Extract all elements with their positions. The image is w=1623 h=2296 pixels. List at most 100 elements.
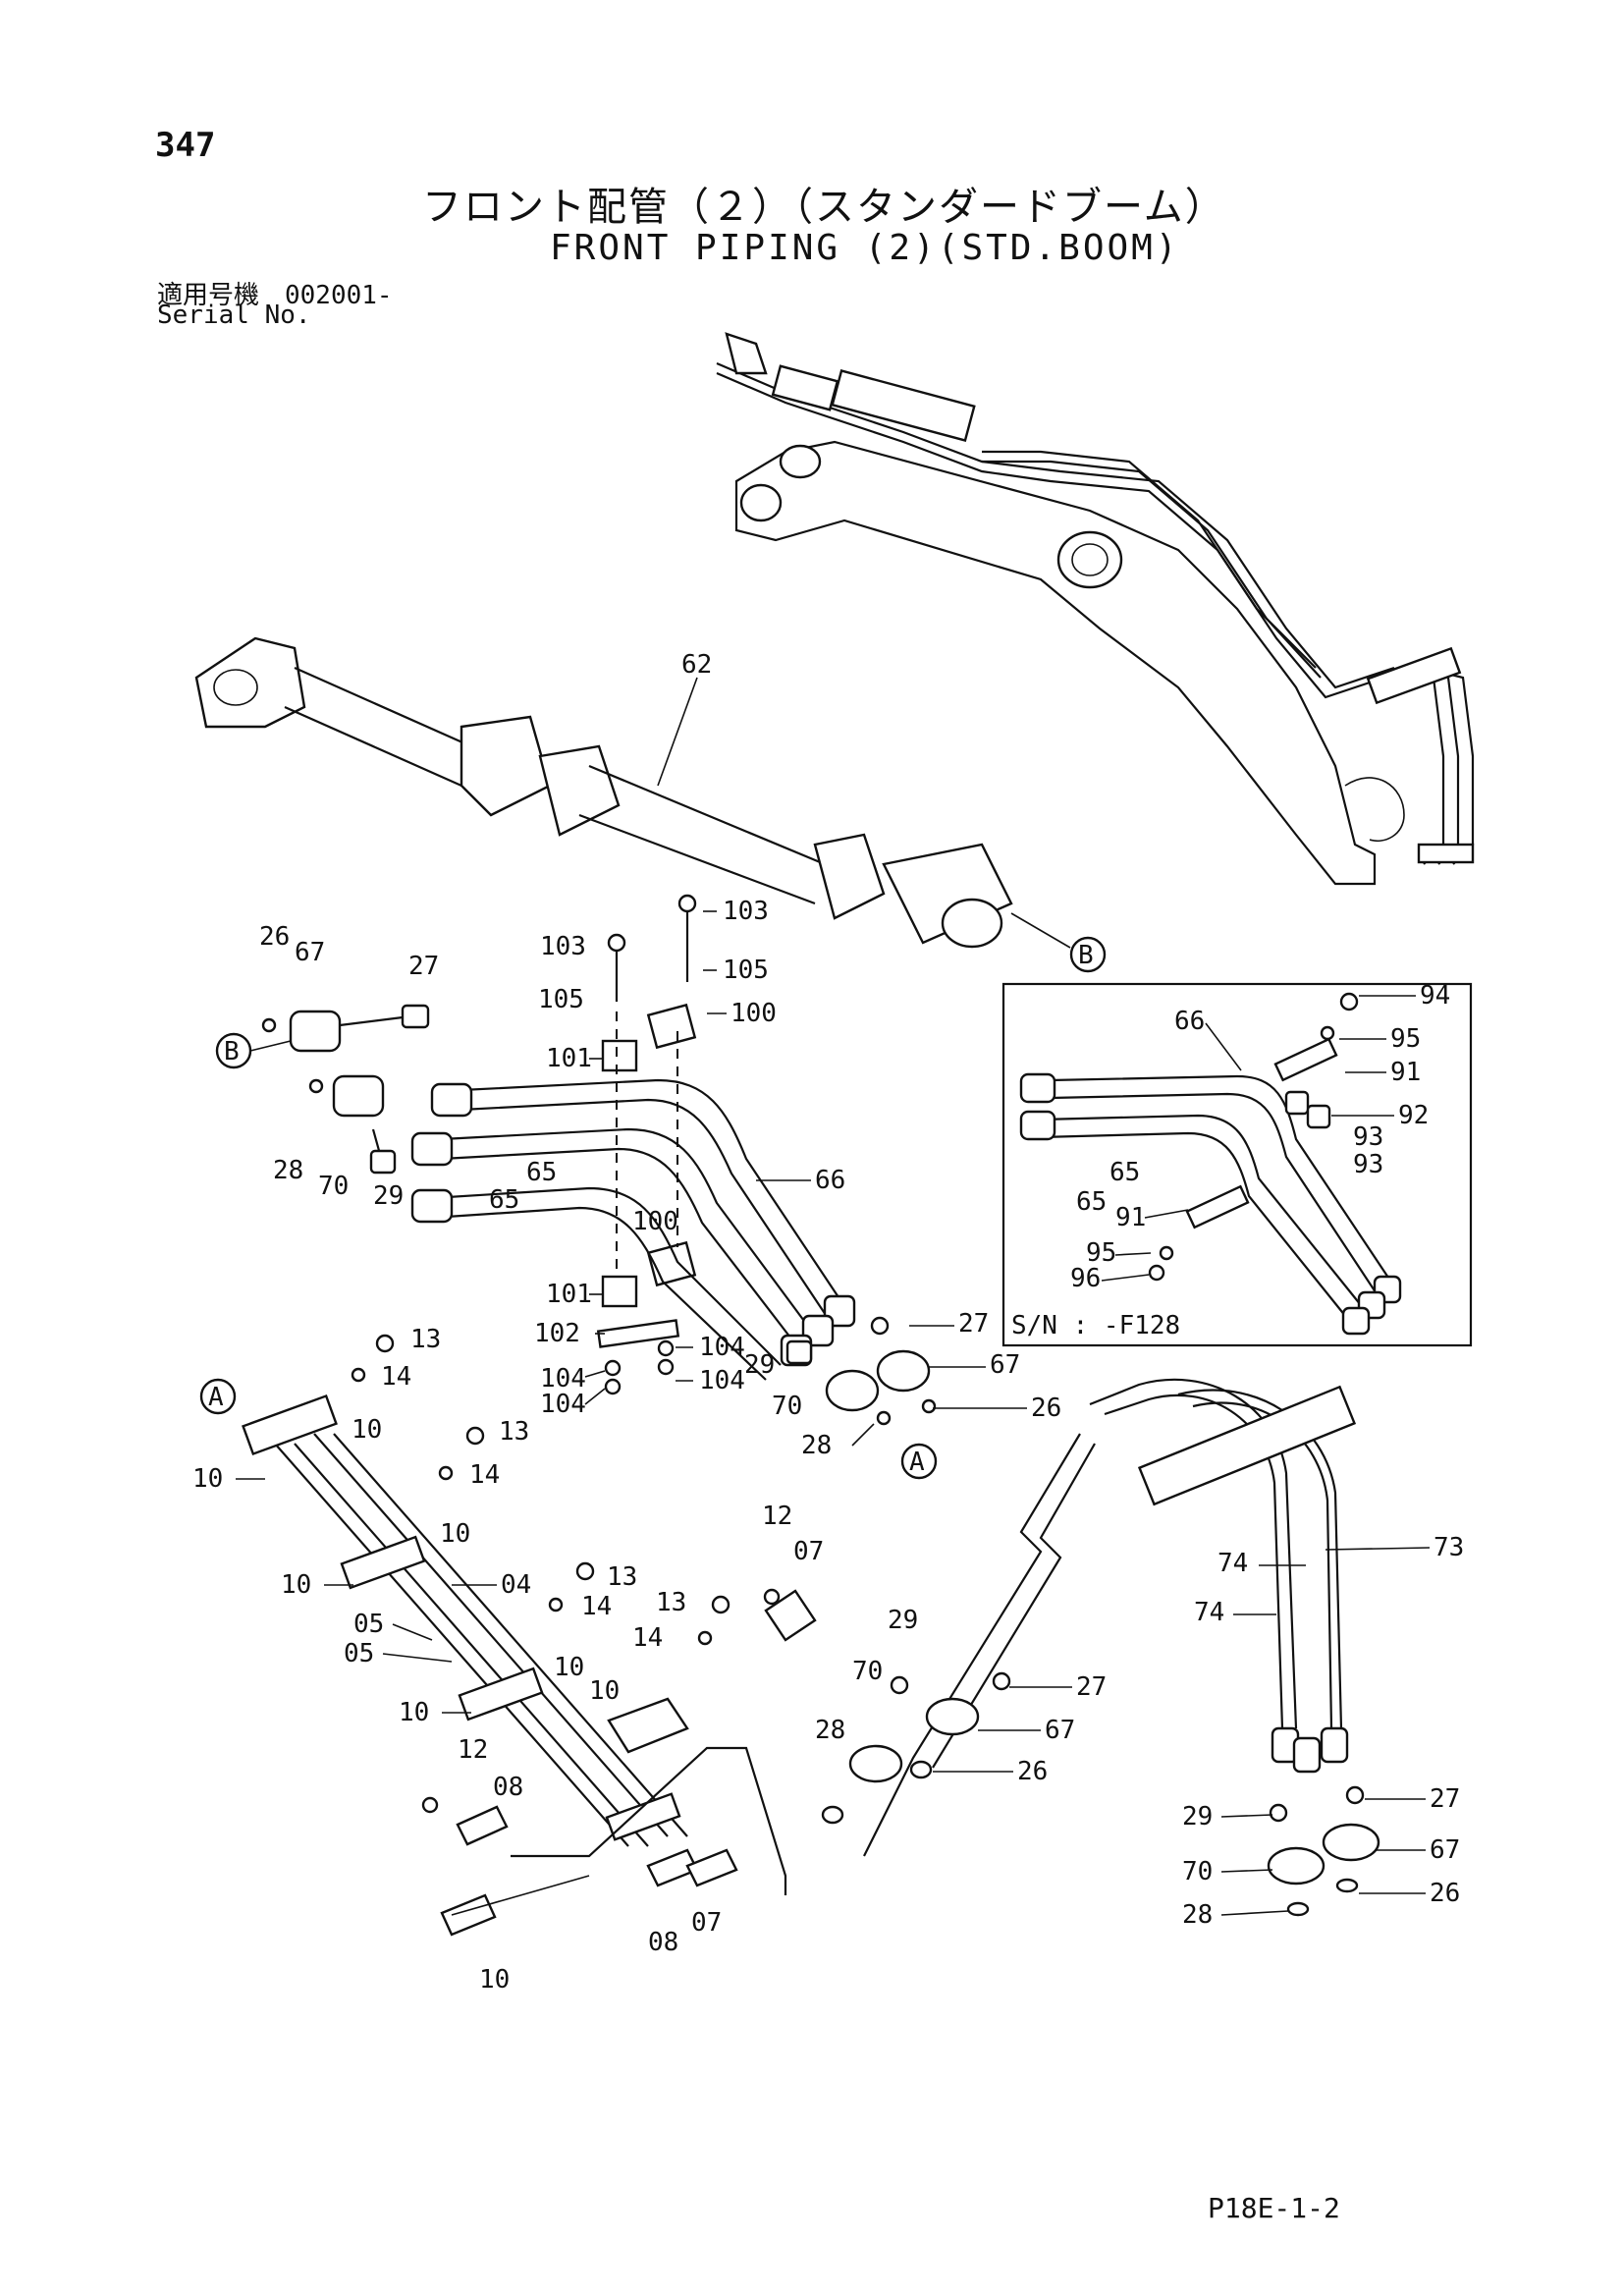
inset-part-label-66: 66: [1174, 1007, 1205, 1036]
part-label-100: 100: [730, 999, 777, 1028]
part-label-103: 103: [723, 897, 769, 926]
inset-part-label-91: 91: [1390, 1058, 1421, 1087]
part-label-29: 29: [373, 1181, 404, 1211]
boom-assembly: [716, 332, 1475, 886]
inset-part-label-65: 65: [1109, 1158, 1140, 1187]
inset-part-label-93: 93: [1353, 1122, 1383, 1152]
part-label-104: 104: [540, 1390, 586, 1419]
part-label-104: 104: [540, 1364, 586, 1394]
page-title: FRONT PIPING (2)(STD.BOOM): [550, 228, 1180, 268]
callout-b-cylinder: B: [1078, 941, 1094, 970]
lower-pipes: [242, 1334, 817, 1937]
part-label-27: 27: [958, 1309, 989, 1339]
part-label-70: 70: [318, 1172, 349, 1201]
center-hoses: [261, 1004, 937, 1426]
page-code: P18E-1-2: [1208, 2192, 1340, 2224]
inset-part-label-91: 91: [1115, 1203, 1146, 1232]
part-label-13: 13: [499, 1417, 529, 1447]
part-label-26: 26: [259, 922, 290, 952]
part-label-04: 04: [501, 1570, 531, 1600]
part-label-10: 10: [399, 1698, 429, 1727]
part-label-26: 26: [1031, 1394, 1061, 1423]
part-label-104: 104: [699, 1366, 745, 1395]
part-label-70: 70: [772, 1392, 802, 1421]
part-label-27: 27: [408, 952, 439, 981]
leader-lines: [236, 910, 1431, 1916]
lower-right-pipes: [821, 1378, 1380, 1917]
part-label-27: 27: [1076, 1672, 1107, 1702]
part-label-10: 10: [192, 1464, 223, 1494]
part-label-74: 74: [1217, 1549, 1248, 1578]
part-label-26: 26: [1430, 1879, 1460, 1908]
applicable-serial: 適用号機 002001-: [157, 281, 393, 310]
part-label-29: 29: [1182, 1802, 1213, 1831]
inset-hoses: [1019, 992, 1402, 1336]
part-label-10: 10: [440, 1519, 470, 1549]
part-label-10: 10: [589, 1676, 620, 1706]
part-label-05: 05: [353, 1610, 384, 1639]
part-label-14: 14: [469, 1460, 500, 1490]
part-label-73: 73: [1434, 1533, 1464, 1562]
inset-part-label-92: 92: [1398, 1101, 1429, 1130]
part-label-105: 105: [723, 956, 769, 985]
inset-serial-label: S/N : -F128: [1011, 1311, 1180, 1340]
part-label-08: 08: [493, 1773, 523, 1802]
inset-part-label-94: 94: [1420, 981, 1450, 1011]
part-label-27: 27: [1430, 1784, 1460, 1814]
part-label-70: 70: [852, 1657, 883, 1686]
part-label-08: 08: [648, 1928, 678, 1957]
part-label-102: 102: [534, 1319, 580, 1348]
part-label-101: 101: [546, 1280, 592, 1309]
part-label-62: 62: [681, 650, 712, 680]
part-label-103: 103: [540, 932, 586, 961]
part-label-10: 10: [281, 1570, 311, 1600]
part-label-14: 14: [381, 1362, 411, 1392]
part-label-101: 101: [546, 1044, 592, 1073]
part-label-67: 67: [990, 1350, 1020, 1380]
part-label-10: 10: [554, 1653, 584, 1682]
part-label-28: 28: [815, 1716, 845, 1745]
inset-part-label-96: 96: [1070, 1264, 1101, 1293]
page-title-japanese: フロント配管（２）（スタンダードブーム）: [422, 185, 1226, 230]
part-label-13: 13: [607, 1562, 637, 1592]
part-label-29: 29: [888, 1606, 918, 1635]
part-label-65: 65: [526, 1158, 557, 1187]
part-label-12: 12: [762, 1502, 792, 1531]
serial-label: Serial No.: [157, 301, 311, 330]
part-label-14: 14: [632, 1623, 663, 1653]
part-label-14: 14: [581, 1592, 612, 1621]
inset-part-label-93: 93: [1353, 1150, 1383, 1179]
part-label-10: 10: [352, 1415, 382, 1445]
callout-a-pipe: A: [208, 1383, 224, 1412]
clamp-assembly: [596, 894, 697, 1395]
part-label-07: 07: [793, 1537, 824, 1566]
part-label-13: 13: [656, 1588, 686, 1617]
inset-part-label-95: 95: [1086, 1238, 1116, 1268]
part-label-65: 65: [489, 1185, 519, 1215]
part-label-74: 74: [1194, 1598, 1224, 1627]
part-label-28: 28: [273, 1156, 303, 1185]
part-label-29: 29: [744, 1350, 775, 1380]
part-label-10: 10: [479, 1965, 510, 1995]
part-label-70: 70: [1182, 1857, 1213, 1886]
part-label-67: 67: [1045, 1716, 1075, 1745]
part-label-67: 67: [1430, 1835, 1460, 1865]
part-label-67: 67: [295, 938, 325, 967]
part-label-28: 28: [801, 1431, 832, 1460]
part-label-105: 105: [538, 985, 584, 1014]
part-label-26: 26: [1017, 1757, 1048, 1786]
part-label-66: 66: [815, 1166, 845, 1195]
inset-part-label-95: 95: [1390, 1024, 1421, 1054]
callout-a-hose: A: [909, 1448, 925, 1477]
callout-b-hose: B: [224, 1037, 240, 1066]
part-label-07: 07: [691, 1908, 722, 1938]
boom-cylinder: [194, 636, 1013, 949]
part-label-28: 28: [1182, 1900, 1213, 1930]
part-label-05: 05: [344, 1639, 374, 1668]
inset-box: [1001, 982, 1473, 1347]
part-label-13: 13: [410, 1325, 441, 1354]
part-label-12: 12: [458, 1735, 488, 1765]
inset-part-label-65: 65: [1076, 1187, 1107, 1217]
page-number: 347: [155, 126, 216, 165]
